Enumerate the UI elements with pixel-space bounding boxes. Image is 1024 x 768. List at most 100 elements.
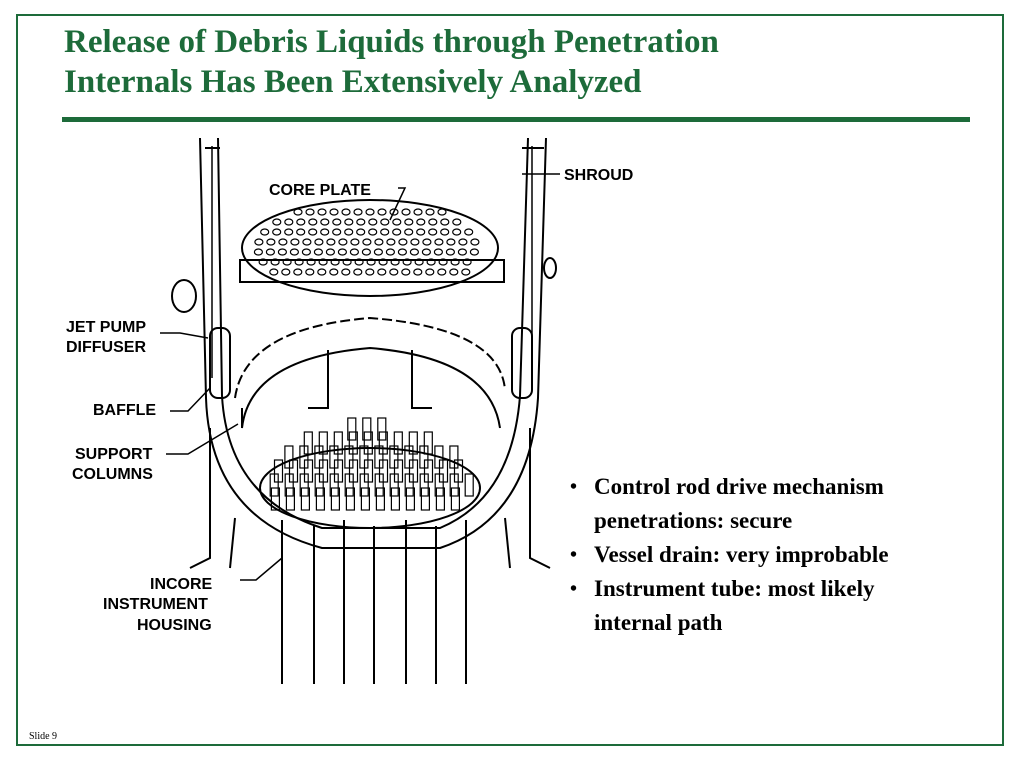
support-column xyxy=(285,487,295,511)
core-plate-hole xyxy=(389,268,399,276)
core-plate-hole xyxy=(386,238,396,246)
label-core-plate: CORE PLATE xyxy=(269,182,371,199)
core-plate-hole xyxy=(361,248,371,256)
core-plate-hole xyxy=(462,258,472,266)
core-plate-hole xyxy=(425,208,435,216)
core-plate-hole xyxy=(452,218,462,226)
bullet-text-line1: Instrument tube: most likely xyxy=(594,576,875,601)
support-column xyxy=(345,487,355,511)
support-column xyxy=(329,445,339,469)
label-baffle: BAFFLE xyxy=(93,402,157,419)
title-line-2: Internals Has Been Extensively Analyzed xyxy=(64,64,642,100)
bullet-dot: • xyxy=(570,544,578,566)
label-incore-line2: INSTRUMENT xyxy=(103,596,208,613)
core-plate-hole xyxy=(290,238,300,246)
bullet-item: • Vessel drain: very improbable xyxy=(566,538,986,572)
reactor-vessel-diagram: CORE PLATE SHROUD JET PUMP DIFFUSER BAFF… xyxy=(60,128,660,694)
core-plate-hole xyxy=(365,208,375,216)
core-plate-hole xyxy=(428,218,438,226)
support-column xyxy=(390,487,400,511)
core-plate-hole xyxy=(390,258,400,266)
core-plate-hole xyxy=(353,268,363,276)
core-plate-hole xyxy=(378,258,388,266)
support-column xyxy=(314,473,324,497)
core-plate-hole xyxy=(410,238,420,246)
core-plate-hole xyxy=(461,268,471,276)
core-plate-hole xyxy=(344,218,354,226)
support-column xyxy=(450,487,460,511)
core-plate-hole xyxy=(278,238,288,246)
core-plate-hole xyxy=(366,258,376,266)
core-plate-hole xyxy=(416,228,426,236)
core-plate-hole xyxy=(272,218,282,226)
core-plate-hole xyxy=(362,238,372,246)
core-plate-hole xyxy=(413,268,423,276)
core-plate-hole xyxy=(314,238,324,246)
support-column xyxy=(314,445,324,469)
core-plate-hole xyxy=(326,238,336,246)
core-plate-hole xyxy=(338,238,348,246)
support-column xyxy=(284,445,294,469)
bullet-dot: • xyxy=(570,476,578,498)
core-plate-hole xyxy=(440,228,450,236)
core-plate-hole xyxy=(265,248,275,256)
core-plate-hole xyxy=(294,258,304,266)
core-plate-hole xyxy=(308,218,318,226)
slide-number: Slide 9 xyxy=(29,731,58,742)
bullet-text-line2: penetrations: secure xyxy=(594,508,793,533)
core-plate-hole xyxy=(377,268,387,276)
core-plate-hole xyxy=(433,248,443,256)
core-plate-hole xyxy=(296,218,306,226)
core-plate-hole xyxy=(464,228,474,236)
support-column xyxy=(270,487,280,511)
label-support-line2: COLUMNS xyxy=(72,466,153,483)
support-column xyxy=(299,445,309,469)
core-plate-hole xyxy=(457,248,467,256)
core-plate-hole xyxy=(254,238,264,246)
core-plate-hole xyxy=(397,248,407,256)
core-plate-hole xyxy=(426,258,436,266)
core-plate-hole xyxy=(437,208,447,216)
support-column xyxy=(404,445,414,469)
core-plate-hole xyxy=(368,228,378,236)
core-plate-holes xyxy=(253,208,480,276)
core-plate-hole xyxy=(469,248,479,256)
core-plate-hole xyxy=(401,208,411,216)
bullet-text-line1: Control rod drive mechanism xyxy=(594,474,884,499)
support-column xyxy=(344,445,354,469)
core-plate-hole xyxy=(284,218,294,226)
support-column xyxy=(464,473,474,497)
support-column xyxy=(362,417,372,441)
core-plate-hole xyxy=(440,218,450,226)
support-column xyxy=(449,445,459,469)
support-column xyxy=(330,487,340,511)
core-plate-hole xyxy=(270,258,280,266)
core-plate-hole xyxy=(365,268,375,276)
support-column xyxy=(389,473,399,497)
core-plate-hole xyxy=(445,248,455,256)
core-plate-hole xyxy=(293,268,303,276)
support-columns-graphic xyxy=(269,417,474,511)
core-plate-hole xyxy=(253,248,263,256)
support-column xyxy=(389,445,399,469)
core-plate-hole xyxy=(329,208,339,216)
core-plate-hole xyxy=(350,238,360,246)
core-plate-hole xyxy=(296,228,306,236)
core-plate-hole xyxy=(422,238,432,246)
core-plate-hole xyxy=(344,228,354,236)
core-plate-hole xyxy=(452,228,462,236)
title-line-1: Release of Debris Liquids through Penetr… xyxy=(64,24,719,60)
support-column xyxy=(377,417,387,441)
support-column xyxy=(419,473,429,497)
support-column xyxy=(404,473,414,497)
support-column xyxy=(344,473,354,497)
support-column xyxy=(299,473,309,497)
core-plate-hole xyxy=(446,238,456,246)
support-column xyxy=(435,487,445,511)
core-plate-hole xyxy=(342,258,352,266)
bullet-dot: • xyxy=(570,578,578,600)
core-plate-hole xyxy=(373,248,383,256)
title-underline xyxy=(62,117,970,122)
core-plate-hole xyxy=(332,228,342,236)
core-plate-hole xyxy=(320,228,330,236)
